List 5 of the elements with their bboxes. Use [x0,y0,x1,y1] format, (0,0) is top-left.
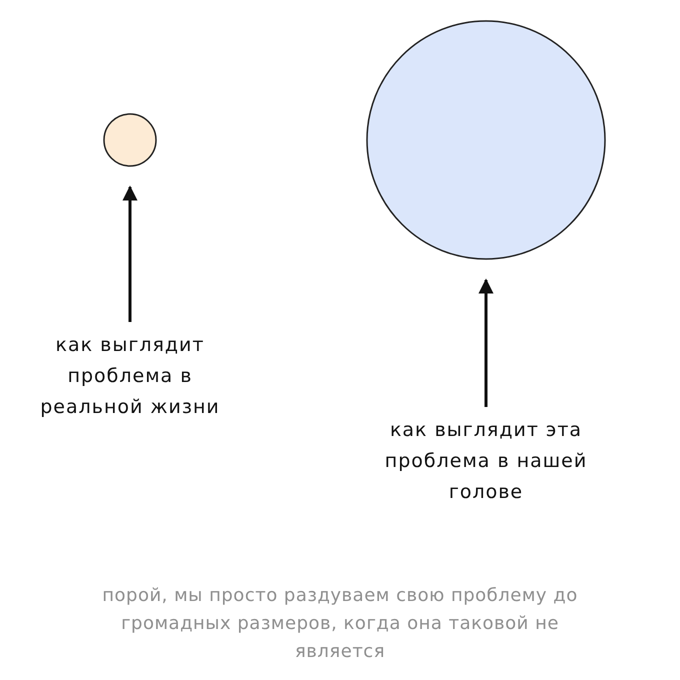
node-label: как выглядит проблема в реальной жизни [39,333,221,420]
caption: порой, мы просто раздуваем свою проблему до громадных размеров, когда она таковой не является [101,584,579,664]
node-label: как выглядит эта проблема в нашей голове [384,418,588,505]
arrow [122,186,138,322]
arrow [478,278,494,407]
